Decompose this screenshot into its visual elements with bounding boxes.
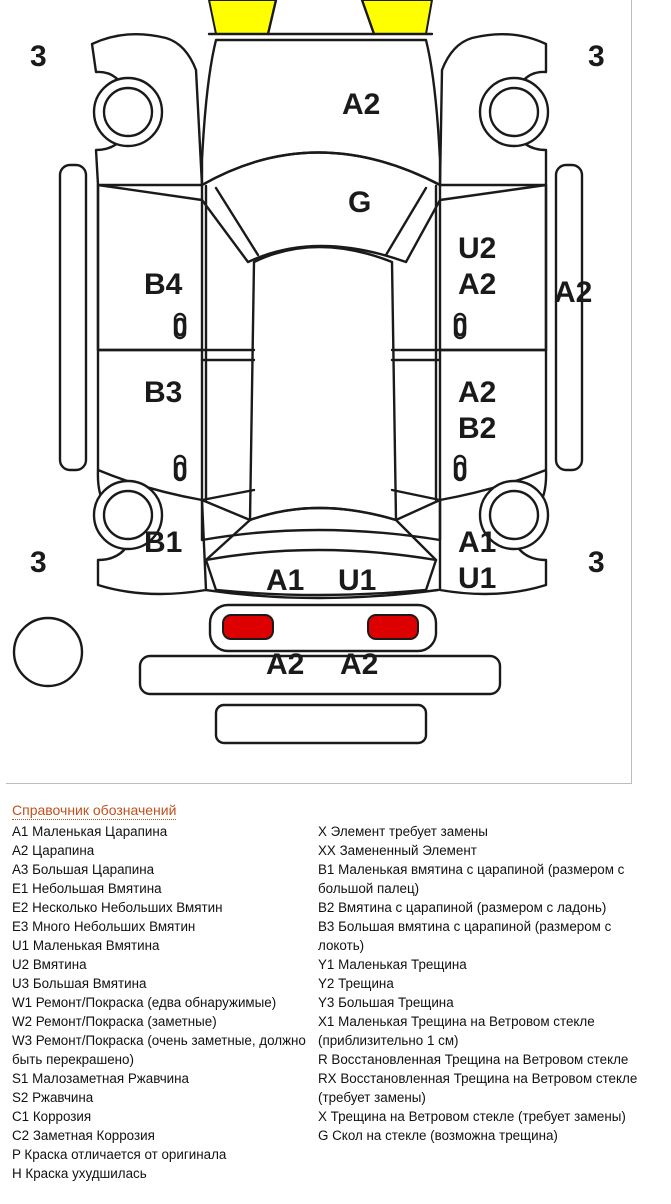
- wheel-rear-left-hub: [102, 86, 154, 138]
- label-right-roof-rail: A2: [554, 276, 592, 309]
- left-doors: [96, 183, 256, 502]
- legend-item: E1 Небольшая Вмятина: [12, 881, 162, 896]
- label-windshield: G: [348, 186, 371, 219]
- legend-item: Y2 Трещина: [318, 976, 394, 991]
- label-rear-right-door-bottom: A2: [458, 268, 496, 301]
- spare-wheel: [12, 616, 84, 688]
- legend-item: X Трещина на Ветровом стекле (требует за…: [318, 1109, 626, 1124]
- legend-item: E3 Много Небольших Вмятин: [12, 919, 196, 934]
- legend-item: A3 Большая Царапина: [12, 862, 155, 877]
- label-front-left-door-mark: 0: [173, 456, 187, 486]
- legend-item: XX Замененный Элемент: [318, 843, 477, 858]
- label-left-fender-front: B1: [144, 526, 182, 559]
- legend-item: Y1 Маленькая Трещина: [318, 957, 467, 972]
- legend-item: H Краска ухудшилась: [12, 1166, 147, 1181]
- label-front-panel-left: A1: [266, 564, 304, 597]
- label-front-right-door-bottom: B2: [458, 412, 496, 445]
- legend-right-column: X Элемент требует замены XX Замененный Эл…: [318, 822, 638, 1183]
- label-front-right-door-mark: 0: [453, 456, 467, 486]
- door-handle-rear-left: [173, 312, 187, 340]
- legend-item: S1 Малозаметная Ржавчина: [12, 1071, 190, 1086]
- legend-item: R Восстановленная Трещина на Ветровом ст…: [318, 1052, 629, 1067]
- legend-item: X1 Маленькая Трещина на Ветровом стекле …: [318, 1014, 595, 1048]
- label-wheel-front-left: 3: [30, 546, 47, 579]
- label-rear-right-door-top: U2: [458, 232, 496, 265]
- rear-window: [200, 151, 442, 264]
- car-damage-diagram: A2 G B4 B3 B1 U2 A2 A2 A2 B2 A1 U1 A1 U1…: [6, 0, 632, 784]
- legend-item: X Элемент требует замены: [318, 824, 488, 839]
- rear-bumper-highlight: [207, 0, 434, 36]
- label-right-fender-front-top: A1: [458, 526, 496, 559]
- label-wheel-front-right: 3: [588, 546, 605, 579]
- roof: [248, 245, 398, 522]
- windshield: [200, 498, 442, 562]
- legend-item: W2 Ремонт/Покраска (заметные): [12, 1014, 217, 1029]
- left-roof-rail: [58, 163, 88, 472]
- label-hood: A2: [342, 88, 380, 121]
- legend-item: C1 Коррозия: [12, 1109, 92, 1124]
- legend-item: U3 Большая Вмятина: [12, 976, 147, 991]
- legend-item: A2 Царапина: [12, 843, 95, 858]
- legend-item: B3 Большая вмятина с царапиной (размером…: [318, 919, 612, 953]
- door-handle-front-right: [453, 454, 467, 482]
- legend-item: S2 Ржавчина: [12, 1090, 94, 1105]
- headlight-left: [222, 614, 274, 640]
- legend-item: P Краска отличается от оригинала: [12, 1147, 227, 1162]
- right-roof-rail: [554, 163, 584, 472]
- front-bumper: [138, 654, 502, 696]
- label-rear-left-door-mark: 0: [173, 312, 187, 342]
- trunk-outline: [200, 32, 442, 187]
- label-right-fender-front-bottom: U1: [458, 562, 496, 595]
- legend-item: B1 Маленькая вмятина с царапиной (размер…: [318, 862, 625, 896]
- legend-item: W3 Ремонт/Покраска (очень заметные, долж…: [12, 1033, 306, 1067]
- legend-item: U1 Маленькая Вмятина: [12, 938, 160, 953]
- legend-item: G Скол на стекле (возможна трещина): [318, 1128, 558, 1143]
- label-rear-right-door-mark: 0: [453, 312, 467, 342]
- legend: Справочник обозначений A1 Маленькая Цара…: [12, 800, 662, 1183]
- legend-item: E2 Несколько Небольших Вмятин: [12, 900, 223, 915]
- label-wheel-rear-left: 3: [30, 40, 47, 73]
- front-lower-bumper: [214, 703, 428, 745]
- door-handle-front-left: [173, 454, 187, 482]
- legend-item: B2 Вмятина с царапиной (размером с ладон…: [318, 900, 607, 915]
- legend-item: A1 Маленькая Царапина: [12, 824, 168, 839]
- hood-front-panel: [204, 548, 440, 600]
- legend-columns: A1 Маленькая Царапина A2 Царапина A3 Больш…: [12, 822, 662, 1183]
- legend-item: Y3 Большая Трещина: [318, 995, 454, 1010]
- label-rear-left-door: B4: [144, 268, 183, 301]
- legend-item: U2 Вмятина: [12, 957, 87, 972]
- legend-item: C2 Заметная Коррозия: [12, 1128, 155, 1143]
- legend-item: RX Восстановленная Трещина на Ветровом с…: [318, 1071, 638, 1105]
- label-front-bumper-right: A2: [340, 648, 378, 681]
- wheel-rear-right-hub: [488, 86, 540, 138]
- label-front-left-door: B3: [144, 376, 182, 409]
- label-front-right-door-top: A2: [458, 376, 496, 409]
- headlight-right: [367, 614, 419, 640]
- label-front-bumper-left: A2: [266, 648, 304, 681]
- wheel-front-right-hub: [488, 489, 540, 541]
- legend-left-column: A1 Маленькая Царапина A2 Царапина A3 Больш…: [12, 822, 318, 1183]
- label-front-panel-right: U1: [338, 564, 376, 597]
- door-handle-rear-right: [453, 312, 467, 340]
- legend-item: W1 Ремонт/Покраска (едва обнаружимые): [12, 995, 277, 1010]
- label-wheel-rear-right: 3: [588, 40, 605, 73]
- wheel-front-left-hub: [102, 489, 154, 541]
- legend-title[interactable]: Справочник обозначений: [12, 802, 177, 820]
- car-outline-svg: A2 G B4 B3 B1 U2 A2 A2 A2 B2 A1 U1 A1 U1…: [12, 0, 605, 745]
